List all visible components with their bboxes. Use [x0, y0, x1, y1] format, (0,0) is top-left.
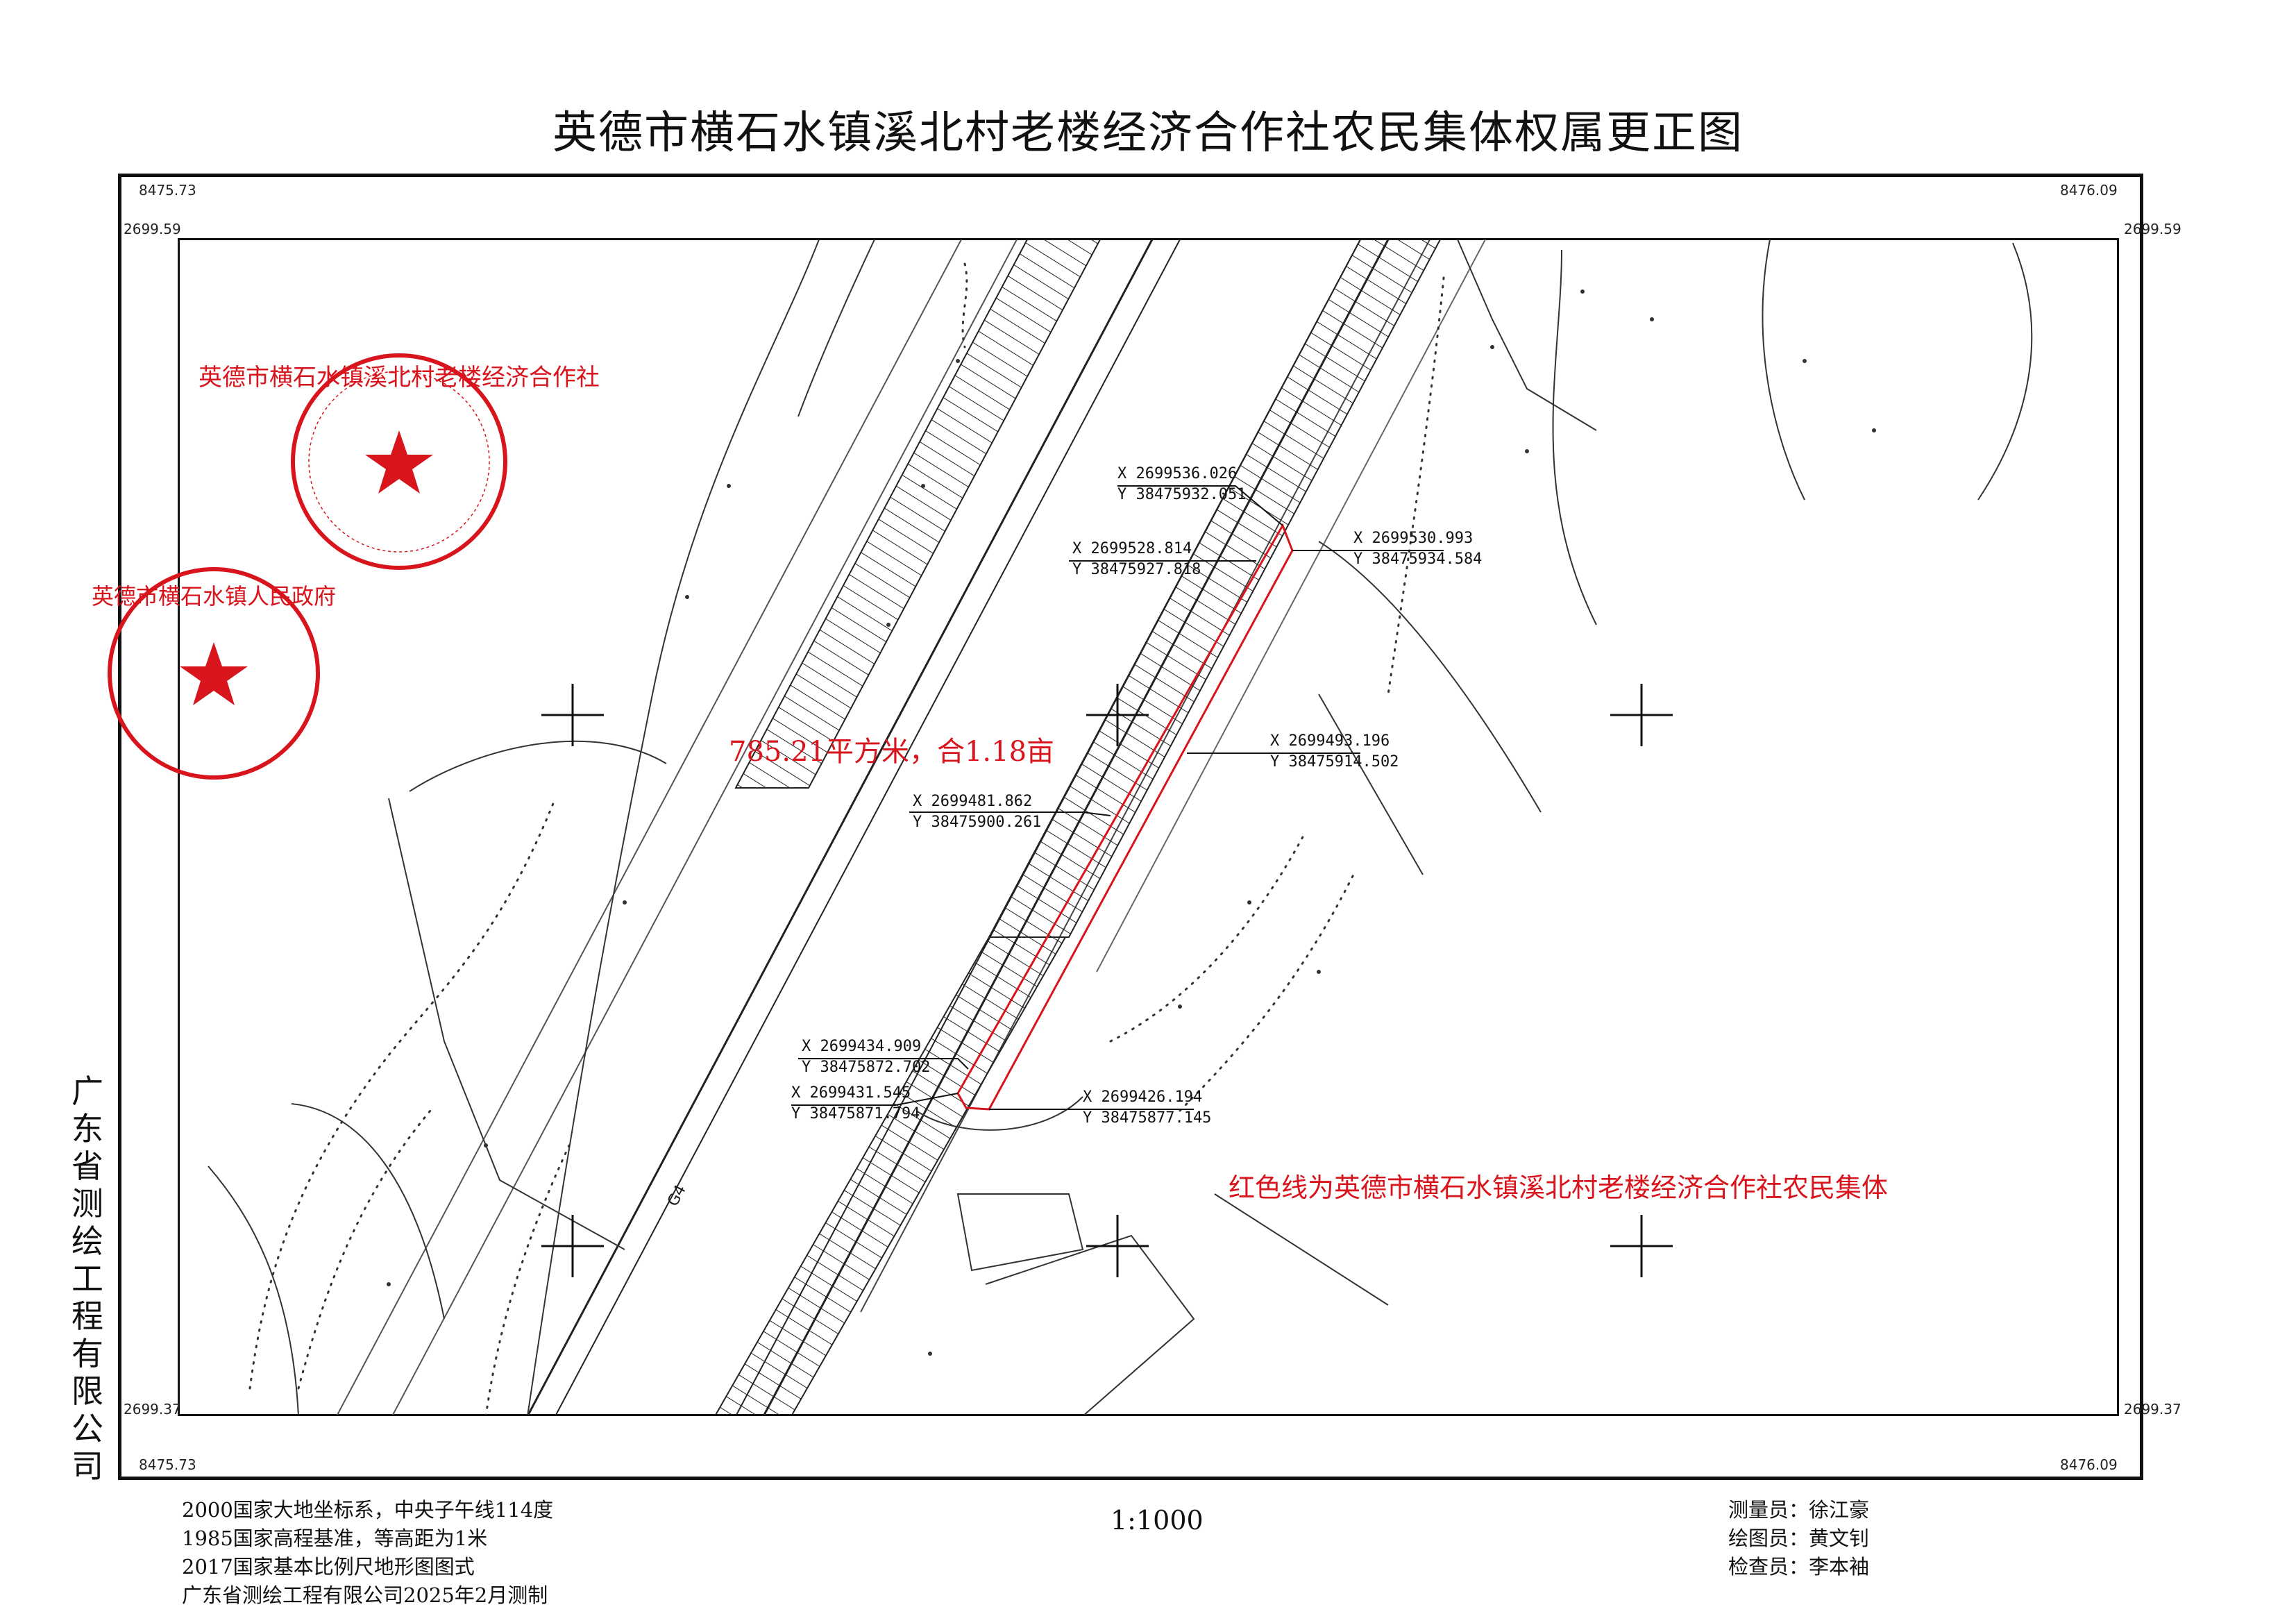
coord-x: X 2699426.194 [1083, 1088, 1203, 1106]
corner-right-bottom-y: 2699.37 [2124, 1401, 2181, 1418]
coord-x: X 2699536.026 [1117, 465, 1238, 482]
inner-frame [178, 238, 2119, 1416]
map-scale: 1:1000 [1111, 1505, 1204, 1536]
corner-right-top-y: 2699.59 [2124, 221, 2181, 237]
embankment-right [988, 239, 1442, 938]
note-line: 1985国家高程基准，等高距为1米 [182, 1527, 488, 1550]
footer-notes: 2000国家大地坐标系，中央子午线114度 1985国家高程基准，等高距为1米 … [182, 1496, 553, 1610]
corner-top-left-x: 8475.73 [139, 182, 196, 199]
coord-label-2: X 2699530.993 Y 38475934.584 [1353, 528, 1482, 570]
coord-y: Y 38475877.145 [1083, 1109, 1212, 1127]
coord-x: X 2699431.545 [791, 1084, 911, 1102]
coord-label-3: X 2699528.814 Y 38475927.818 [1072, 539, 1201, 580]
coord-label-7: X 2699431.545 Y 38475871.794 [791, 1083, 920, 1125]
note-line: 2000国家大地坐标系，中央子午线114度 [182, 1498, 554, 1522]
note-line: 2017国家基本比例尺地形图图式 [182, 1555, 475, 1579]
corner-left-top-y: 2699.59 [124, 221, 181, 237]
area-label: 785.21平方米，合1.18亩 [729, 736, 1055, 768]
coord-y: Y 38475872.702 [802, 1059, 931, 1076]
embankment-left [734, 239, 1101, 789]
coord-label-4: X 2699493.196 Y 38475914.502 [1270, 731, 1399, 773]
coordinate-leaders [791, 485, 1444, 1110]
vegetation-boundaries [248, 262, 1445, 1415]
coord-x: X 2699434.909 [802, 1038, 922, 1055]
staff-drafter: 绘图员：黄文钊 [1728, 1527, 1870, 1550]
legend-note: 红色线为英德市横石水镇溪北村老楼经济合作社农民集体 [1229, 1172, 1889, 1203]
staff-checker: 检查员：李本袖 [1728, 1555, 1870, 1579]
parcel-lines [208, 239, 2033, 1415]
collective-land-boundary [956, 523, 1294, 1111]
svg-text:英德市横石水镇溪北村老楼经济合作社: 英德市横石水镇溪北村老楼经济合作社 [199, 364, 600, 392]
svg-text:英德市横石水镇人民政府: 英德市横石水镇人民政府 [92, 583, 336, 609]
cooperative-seal: 英德市横石水镇溪北村老楼经济合作社 [199, 353, 600, 570]
coord-label-1: X 2699536.026 Y 38475932.051 [1117, 464, 1246, 505]
corner-bottom-left-x: 8475.73 [139, 1456, 196, 1473]
coord-y: Y 38475871.794 [791, 1105, 920, 1122]
map-title: 英德市横石水镇溪北村老楼经济合作社农民集体权属更正图 [552, 108, 1744, 159]
company-vertical-label: 广东省测绘工程有限公司 [71, 1073, 103, 1485]
coord-y: Y 38475932.051 [1117, 486, 1247, 503]
coord-y: Y 38475900.261 [913, 814, 1042, 831]
outer-frame [118, 174, 2143, 1480]
corner-left-bottom-y: 2699.37 [124, 1401, 181, 1418]
grid-crosses [541, 684, 1673, 1277]
embankment-right-lower [714, 936, 1067, 1415]
coord-x: X 2699481.862 [913, 793, 1033, 810]
corner-top-right-x: 8476.09 [2060, 182, 2118, 199]
coord-x: X 2699528.814 [1072, 540, 1192, 557]
note-line: 广东省测绘工程有限公司2025年2月测制 [182, 1583, 548, 1607]
coord-label-6: X 2699434.909 Y 38475872.702 [802, 1036, 930, 1078]
staff-list: 测量员：徐江豪 绘图员：黄文钊 检查员：李本袖 [1728, 1496, 1869, 1581]
map-content [208, 239, 2033, 1415]
government-seal: 英德市横石水镇人民政府 [92, 567, 336, 780]
coord-y: Y 38475914.502 [1270, 753, 1399, 771]
coord-label-8: X 2699426.194 Y 38475877.145 [1083, 1087, 1211, 1129]
coord-y: Y 38475934.584 [1353, 550, 1483, 568]
staff-surveyor: 测量员：徐江豪 [1728, 1498, 1870, 1522]
coord-y: Y 38475927.818 [1072, 561, 1201, 578]
coord-x: X 2699530.993 [1353, 530, 1474, 547]
coord-label-5: X 2699481.862 Y 38475900.261 [913, 791, 1041, 833]
terrain-marks [387, 289, 1876, 1356]
coord-x: X 2699493.196 [1270, 732, 1390, 750]
corner-bottom-right-x: 8476.09 [2060, 1456, 2118, 1473]
